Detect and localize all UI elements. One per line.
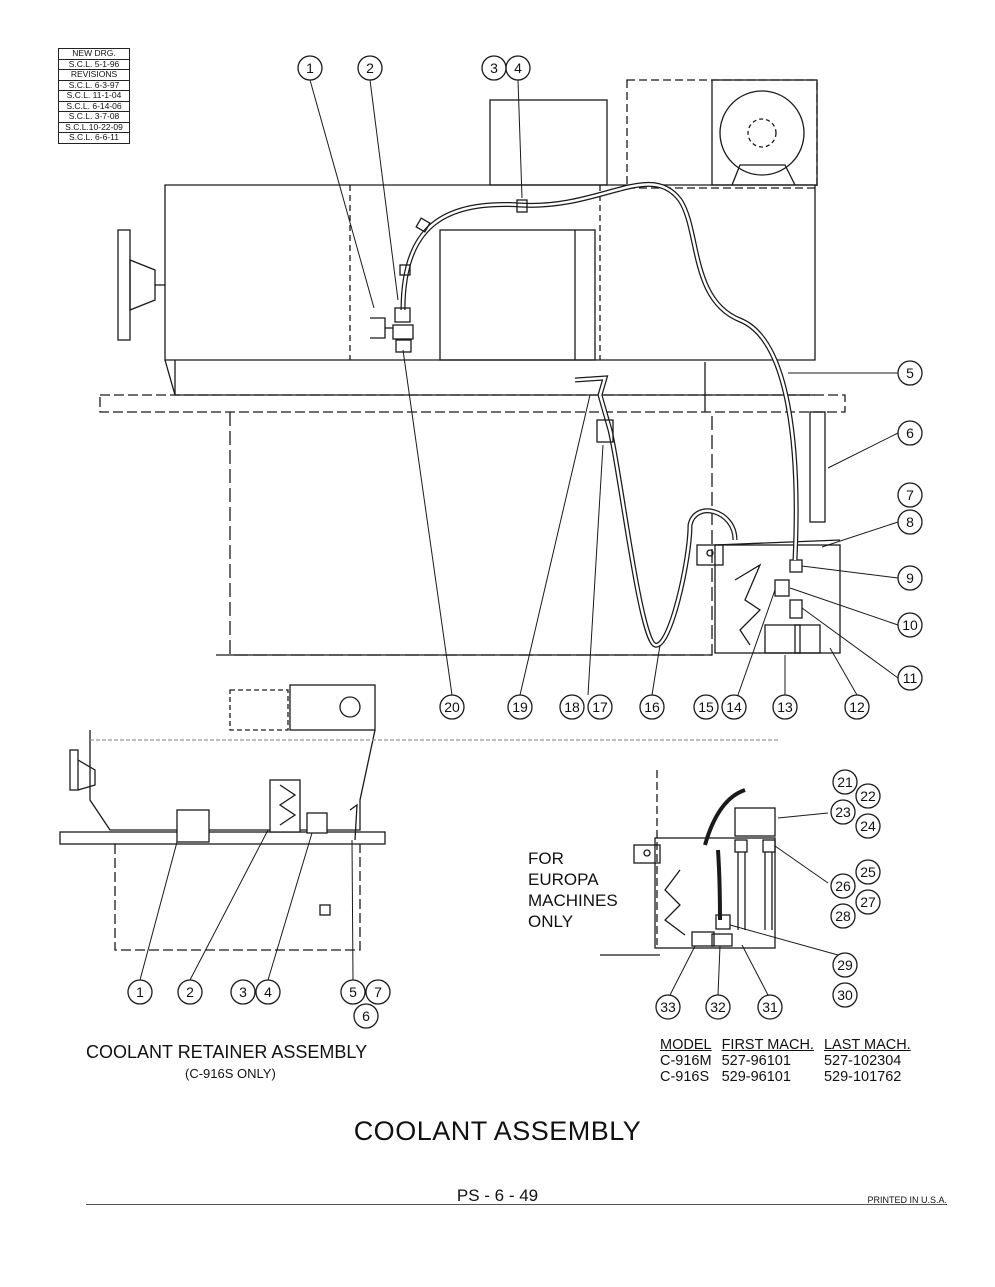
callout-label: 30 — [837, 987, 853, 1003]
leader-lines — [139, 79, 899, 996]
europa-note-line: MACHINES — [528, 891, 618, 910]
revision-entry: S.C.L. 6-14-06 — [59, 101, 129, 112]
callout-label: 6 — [906, 425, 914, 441]
revision-entry: S.C.L.10-22-09 — [59, 122, 129, 133]
callout-label: 18 — [564, 699, 580, 715]
europa-note-line: FOR — [528, 849, 564, 868]
model-serial-table: MODEL FIRST MACH. LAST MACH. C-916M 527-… — [660, 1037, 921, 1085]
table-cell: C-916M — [660, 1053, 712, 1069]
europa-note-line: EUROPA — [528, 870, 599, 889]
callout-label: 1 — [306, 60, 314, 76]
retainer-assembly-title: COOLANT RETAINER ASSEMBLY — [86, 1042, 368, 1062]
revision-entry: S.C.L. 11-1-04 — [59, 90, 129, 102]
callout-group-europa: 21 22 23 24 25 26 27 28 29 30 31 32 33 — [655, 769, 881, 1020]
callout-label: 23 — [835, 804, 851, 820]
callout-label: 28 — [835, 908, 851, 924]
revisions-label: REVISIONS — [59, 69, 129, 81]
table-cell: 529-101762 — [823, 1069, 902, 1085]
callout-group-retainer: 1 2 3 4 5 7 6 — [127, 979, 391, 1029]
callout-label: 4 — [264, 984, 272, 1000]
callout-label: 12 — [849, 699, 865, 715]
revision-entry: S.C.L. 6-3-97 — [59, 80, 129, 91]
callout-group-main: 1 2 3 4 5 6 7 8 9 10 11 12 13 14 15 16 1… — [297, 55, 923, 720]
callout-label: 13 — [777, 699, 793, 715]
callout-label: 31 — [762, 999, 778, 1015]
callout-label: 24 — [860, 818, 876, 834]
callout-label: 32 — [710, 999, 726, 1015]
callout-label: 6 — [362, 1008, 370, 1024]
callout-label: 25 — [860, 864, 876, 880]
callout-label: 27 — [860, 894, 876, 910]
callout-label: 7 — [374, 984, 382, 1000]
machine-outline — [99, 79, 846, 656]
callout-label: 9 — [906, 570, 914, 586]
table-cell: 527-102304 — [823, 1053, 902, 1069]
callout-label: 5 — [906, 365, 914, 381]
table-cell: 527-96101 — [721, 1053, 791, 1069]
revision-block: NEW DRG. S.C.L. 5-1-96 REVISIONS S.C.L. … — [58, 48, 130, 144]
new-drawing-date: S.C.L. 5-1-96 — [59, 59, 129, 70]
callout-label: 3 — [490, 60, 498, 76]
footer-divider — [86, 1204, 946, 1205]
callout-label: 16 — [644, 699, 660, 715]
page-title: COOLANT ASSEMBLY — [353, 1116, 642, 1146]
column-header-last-machine: LAST MACH. — [823, 1037, 911, 1053]
column-header-model: MODEL — [660, 1037, 712, 1053]
printed-note: PRINTED IN U.S.A. — [867, 1195, 947, 1205]
callout-label: 26 — [835, 878, 851, 894]
callout-label: 7 — [906, 487, 914, 503]
callout-label: 8 — [906, 514, 914, 530]
europa-note-line: ONLY — [528, 912, 574, 931]
table-cell: 529-96101 — [721, 1069, 791, 1085]
callout-label: 14 — [726, 699, 742, 715]
callout-label: 11 — [903, 670, 918, 686]
callout-label: 22 — [860, 788, 876, 804]
revision-header: NEW DRG. — [59, 48, 129, 60]
callout-label: 4 — [514, 60, 522, 76]
callout-label: 2 — [186, 984, 194, 1000]
revision-entry: S.C.L. 6-6-11 — [69, 132, 119, 142]
callout-label: 20 — [444, 699, 460, 715]
retainer-assembly-view — [59, 684, 780, 951]
callout-label: 2 — [366, 60, 374, 76]
callout-label: 5 — [349, 984, 357, 1000]
retainer-assembly-subtitle: (C-916S ONLY) — [185, 1066, 276, 1081]
callout-label: 29 — [837, 957, 853, 973]
callout-label: 10 — [902, 617, 918, 633]
callout-label: 21 — [837, 774, 853, 790]
table-row: C-916S 529-96101 529-101762 — [660, 1069, 921, 1085]
europa-inset — [600, 770, 776, 956]
callout-label: 17 — [592, 699, 608, 715]
column-header-first-machine: FIRST MACH. — [721, 1037, 814, 1053]
page-number: PS - 6 - 49 — [456, 1186, 539, 1205]
revision-entry: S.C.L. 3-7-08 — [59, 111, 129, 123]
table-row: C-916M 527-96101 527-102304 — [660, 1053, 921, 1069]
callout-label: 1 — [136, 984, 144, 1000]
callout-label: 3 — [239, 984, 247, 1000]
callout-label: 19 — [512, 699, 528, 715]
table-cell: C-916S — [660, 1069, 710, 1085]
callout-label: 15 — [698, 699, 714, 715]
callout-label: 33 — [660, 999, 676, 1015]
europa-note: FOR EUROPA MACHINES ONLY — [528, 848, 618, 932]
